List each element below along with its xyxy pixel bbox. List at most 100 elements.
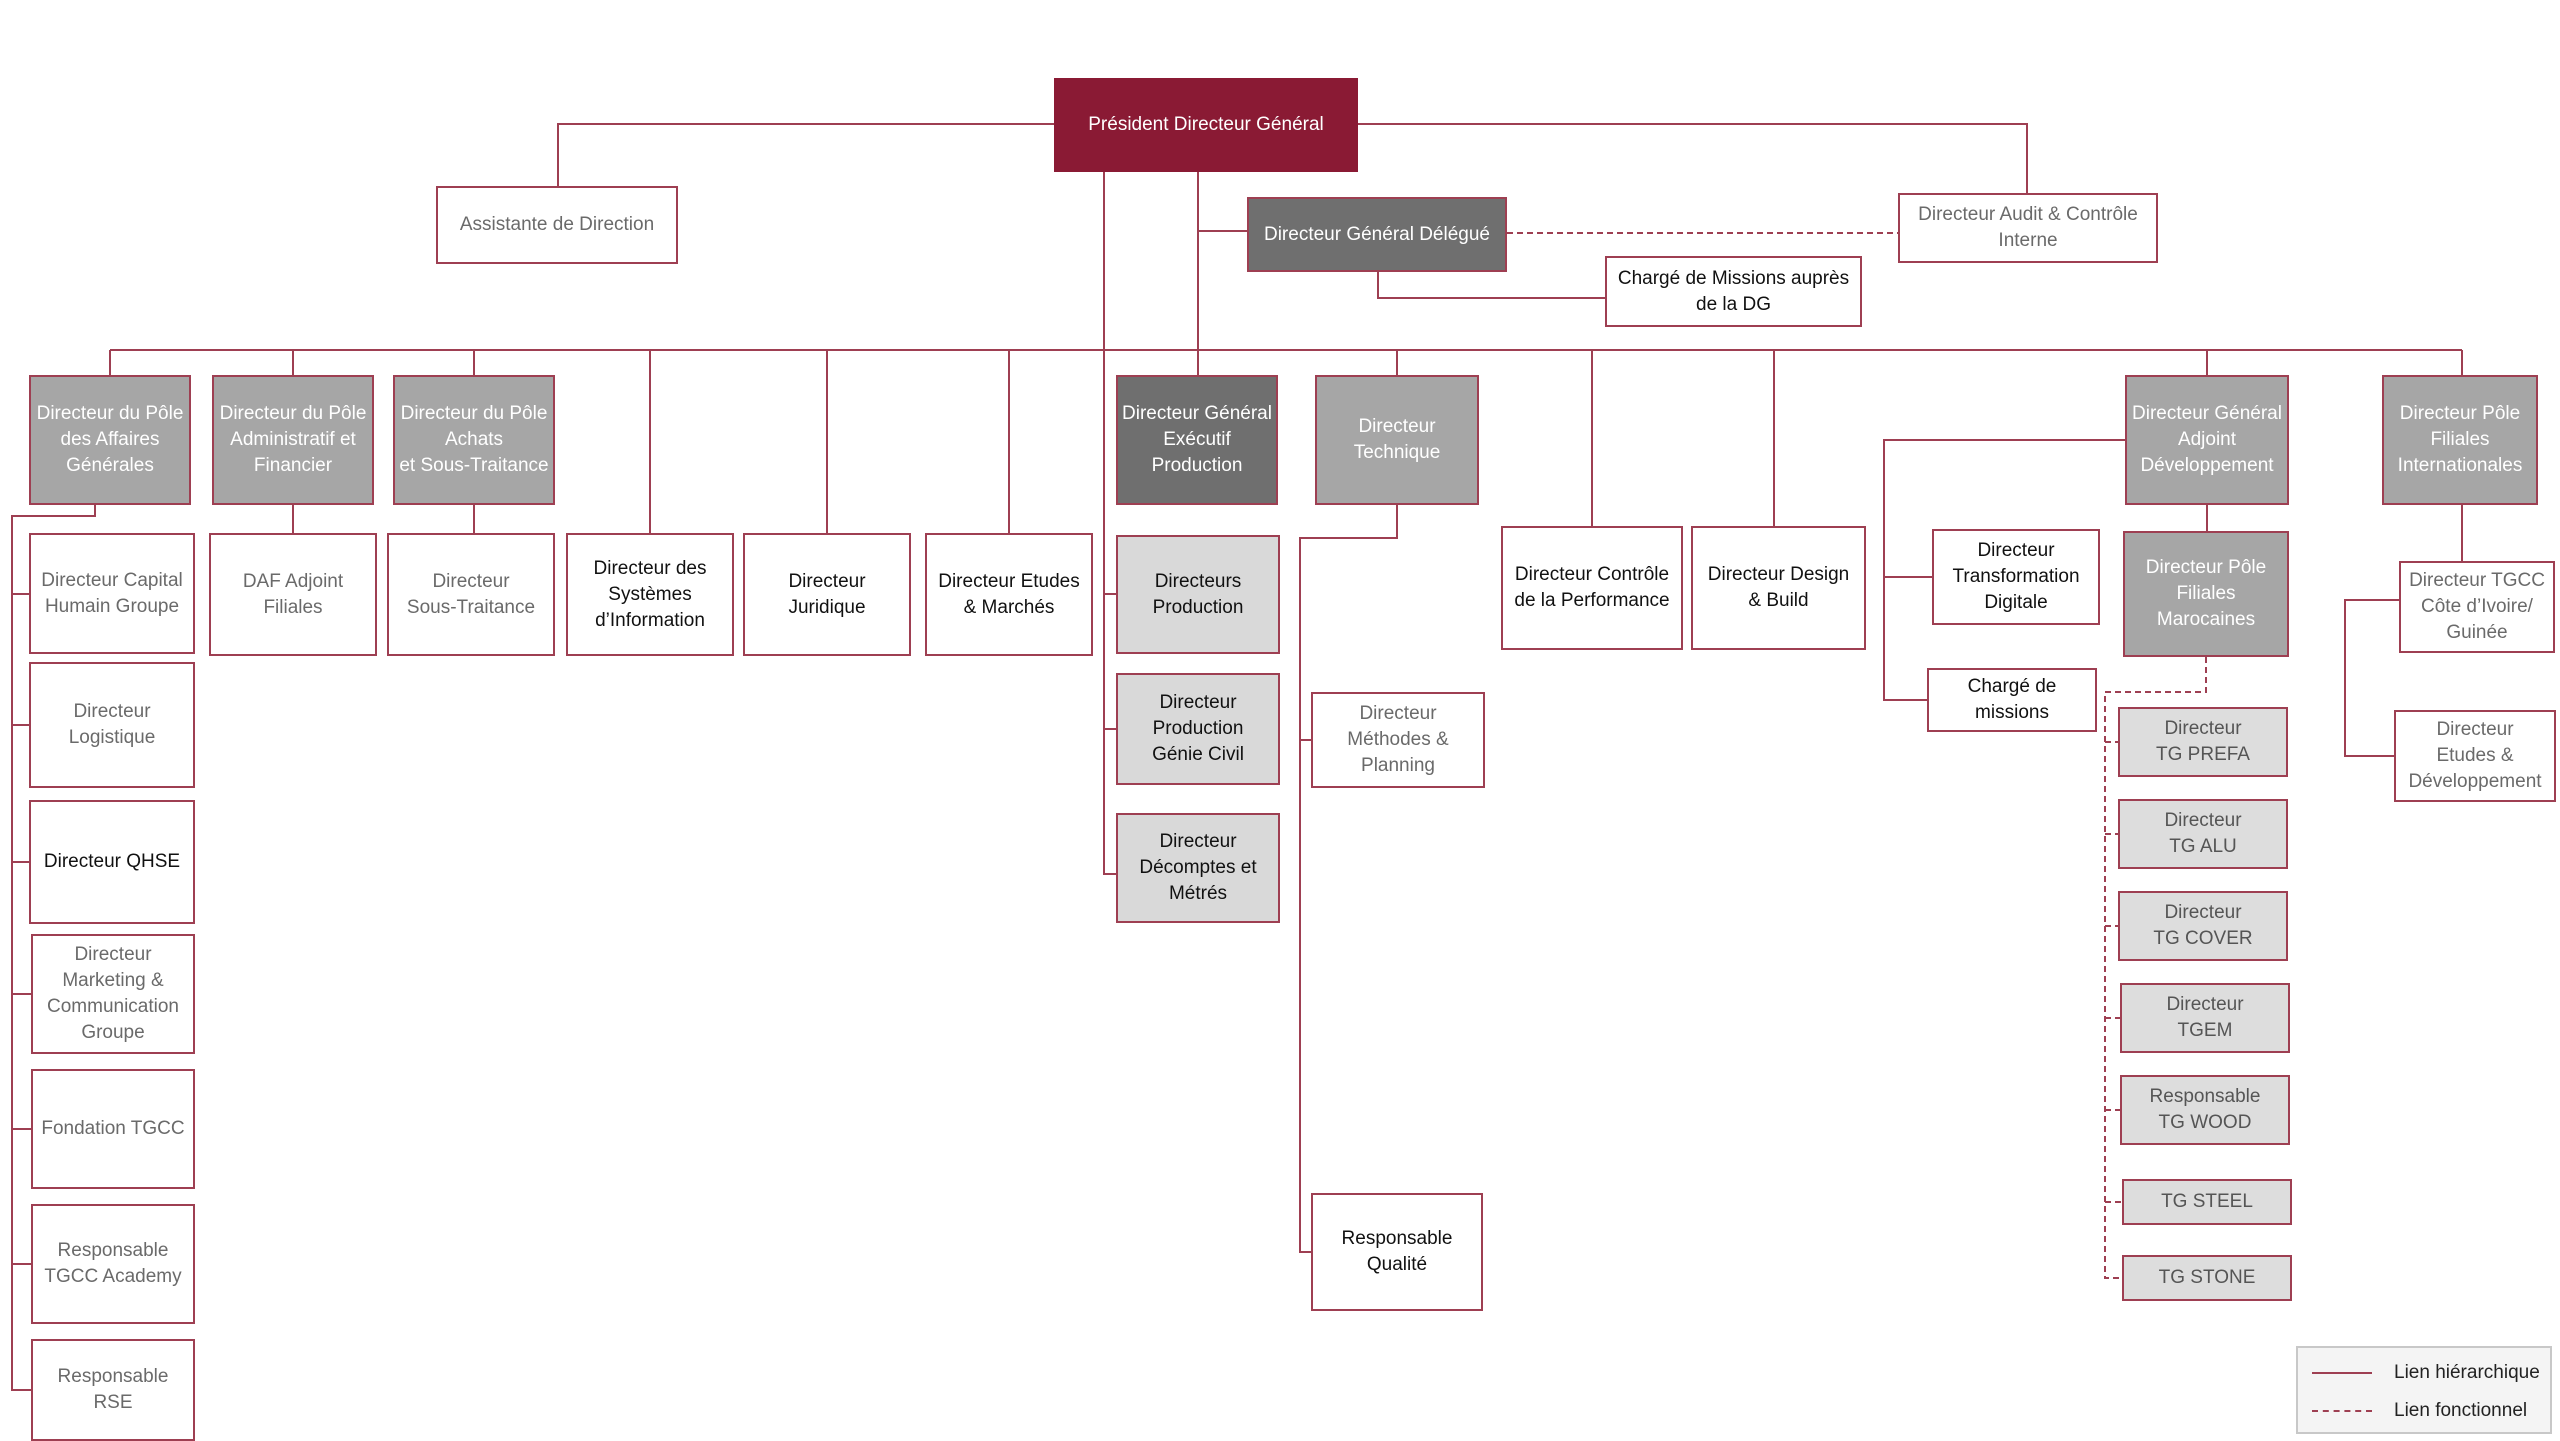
hierarchical-link (2344, 599, 2399, 757)
org-box-line: Responsable (57, 1240, 169, 1261)
org-box-line: Directeur (2436, 719, 2514, 740)
org-box-line: Directeur Design (1707, 564, 1850, 585)
org-box-line: Guinée (2446, 622, 2508, 643)
org-box-line: Chargé de Missions auprès (1617, 267, 1850, 289)
org-box-tgcc-ci: Directeur TGCC Côte d’Ivoire/Guinée (2399, 561, 2555, 653)
org-box-line: Directeur Général Délégué (1263, 223, 1490, 245)
org-box-line: TG ALU (2169, 836, 2237, 857)
org-box-line: Sous-Traitance (406, 596, 536, 618)
org-box-line: Filiales (2430, 429, 2490, 450)
org-box-line: Directeur Pôle (2399, 403, 2521, 424)
org-box-line: Directeur Général (1122, 403, 1272, 424)
hierarchical-link (1103, 172, 1116, 875)
org-box-line: Logistique (68, 727, 156, 748)
org-box-line: et Sous-Traitance (399, 455, 549, 476)
hierarchical-link (11, 505, 96, 1391)
org-box-fondation: Fondation TGCC (31, 1069, 195, 1189)
org-box-line: Internationales (2397, 455, 2523, 476)
org-box-line: TG STEEL (2161, 1191, 2253, 1212)
org-box-line: TGEM (2177, 1020, 2233, 1041)
org-box-line: Directeur (2166, 994, 2244, 1015)
org-box-line: Directeur Etudes (938, 570, 1080, 592)
org-box-line: Méthodes & (1347, 729, 1449, 750)
hierarchical-link (1299, 505, 1398, 1253)
org-box-line: Décomptes et (1139, 857, 1257, 878)
org-box-line: Digitale (1984, 592, 2048, 613)
org-box-line: TGCC Academy (44, 1266, 182, 1287)
org-box-line: Exécutif (1163, 429, 1231, 450)
org-box-line: des Affaires (60, 429, 160, 450)
org-box-line: Directeur TGCC (2409, 570, 2545, 591)
org-box-line: Génie Civil (1152, 744, 1244, 765)
functional-link (2104, 657, 2207, 1279)
org-box-line: Directeur du Pôle (400, 403, 548, 424)
org-box-line: de la Performance (1514, 590, 1670, 611)
org-box-line: Directeur (74, 944, 152, 965)
org-box-line: DAF Adjoint (242, 570, 344, 592)
org-box-line: Fondation TGCC (41, 1118, 185, 1139)
org-box-line: & Marchés (963, 596, 1055, 618)
org-box-line: Assistante de Direction (459, 214, 655, 235)
org-box-line: Côte d’Ivoire/ (2421, 596, 2533, 617)
org-box-line: Directeur (788, 570, 866, 592)
org-box-line: Interne (1998, 230, 2058, 251)
org-box-line: Marocaines (2156, 609, 2256, 630)
hierarchical-link (557, 123, 1054, 186)
org-box-line: Directeur Contrôle (1514, 564, 1670, 585)
org-box-rse: Responsable RSE (31, 1339, 195, 1441)
org-box-assistante: Assistante de Direction (436, 186, 678, 264)
org-box-line: de la DG (1696, 293, 1771, 315)
org-box-line: Planning (1361, 755, 1435, 776)
org-box-line: Qualité (1366, 1254, 1428, 1275)
org-box-line: Directeur (1977, 540, 2055, 561)
org-box-line: Responsable RSE (57, 1366, 169, 1413)
org-box-line: Métrés (1168, 883, 1228, 904)
org-box-line: Directeur des (593, 557, 707, 579)
org-box-line: Directeur Capital (41, 569, 183, 591)
legend-hierarchique-label: Lien hiérarchique (2394, 1362, 2540, 1383)
org-box-etudes-marches: Directeur Etudes & Marchés (925, 533, 1093, 656)
legend-fonctionnel-label: Lien fonctionnel (2394, 1400, 2528, 1421)
org-box-line: Humain Groupe (44, 595, 180, 617)
legend-fonctionnel: Lien fonctionnel (2312, 1396, 2527, 1426)
org-box-controle-perf: Directeur Contrôle de la Performance (1501, 526, 1683, 650)
legend: Lien hiérarchique Lien fonctionnel (2296, 1346, 2552, 1434)
org-box-line: Responsable (1341, 1228, 1453, 1249)
org-box-line: Chargé de (1967, 676, 2057, 697)
org-box-tg-steel: TG STEEL (2122, 1179, 2292, 1225)
org-box-line: Directeur (1159, 692, 1237, 713)
org-box-line: Directeur QHSE (43, 851, 181, 872)
org-box-line: TG PREFA (2156, 744, 2250, 765)
org-box-line: Directeur Pôle (2145, 557, 2267, 578)
org-box-line: Production (1152, 718, 1244, 739)
org-box-line: Adjoint (2177, 429, 2237, 450)
org-box-line: d’Information (595, 609, 705, 631)
org-box-line: Directeur (1358, 416, 1436, 437)
org-box-line: Directeur (73, 701, 151, 722)
org-box-line: Financier (253, 455, 333, 476)
org-box-line: Systèmes (608, 583, 692, 605)
org-box-line: Développement (2140, 455, 2274, 476)
org-box-line: Directeurs (1154, 570, 1242, 592)
hierarchical-link (1377, 272, 1605, 299)
org-box-line: Marketing & (62, 970, 164, 991)
